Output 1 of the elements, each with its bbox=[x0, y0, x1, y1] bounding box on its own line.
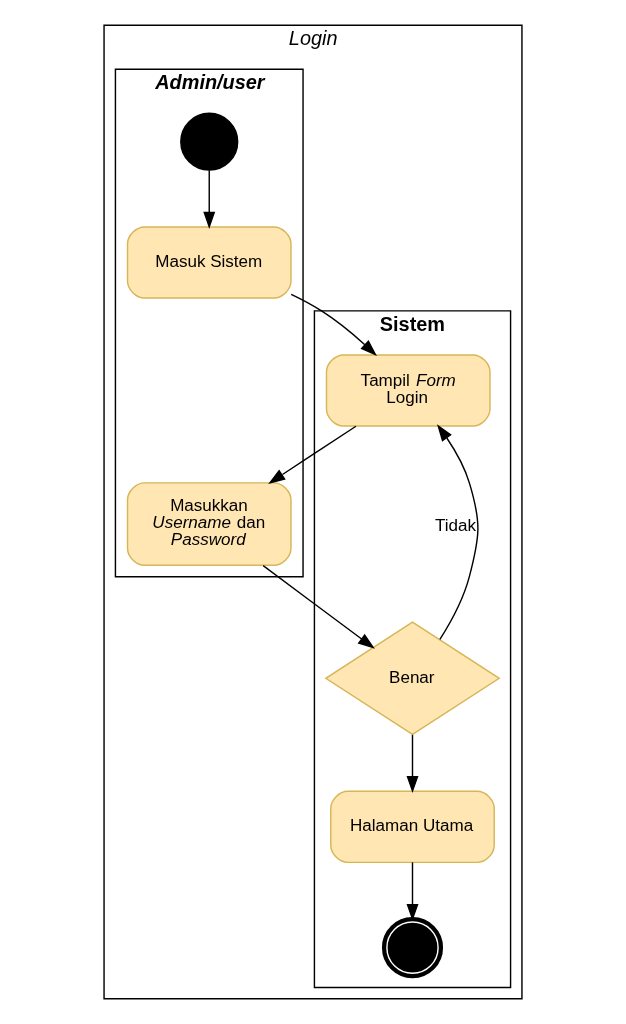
edge-label: Tidak bbox=[434, 516, 477, 536]
